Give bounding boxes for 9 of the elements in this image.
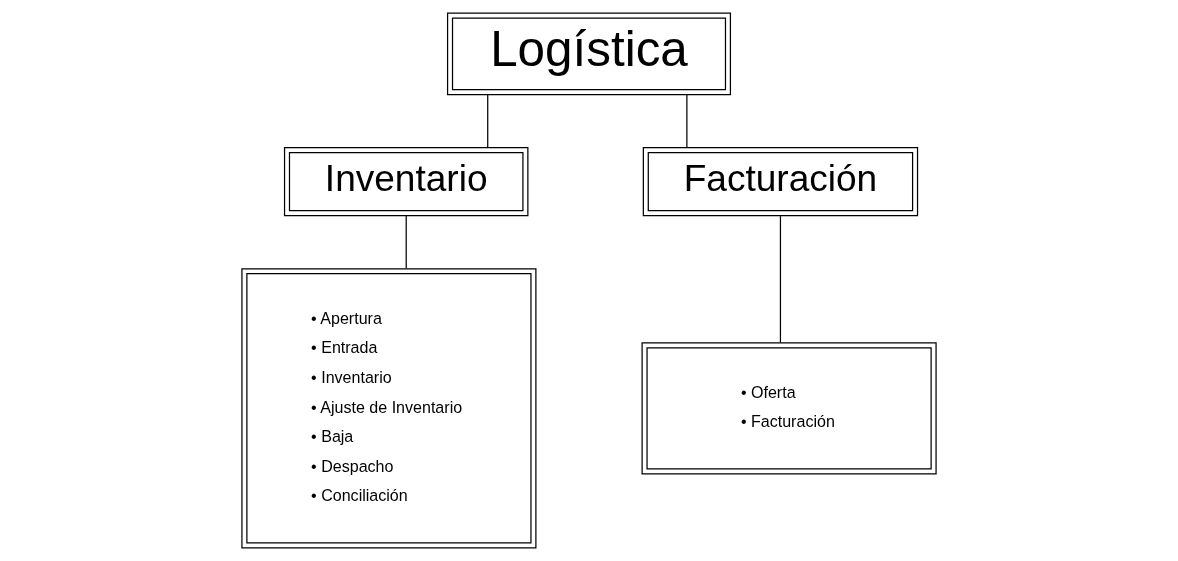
node-box: Inventario	[283, 147, 529, 217]
connector	[487, 94, 489, 149]
node-box: • Oferta • Facturación	[641, 342, 937, 475]
node-box: • Apertura • Entrada • Inventario • Ajuste de Inventario • Baja • Despacho • Conciliación	[241, 268, 537, 549]
connector	[405, 215, 407, 270]
connector	[779, 215, 782, 344]
node-box: Facturación	[642, 147, 919, 217]
node-box: Logística	[446, 12, 732, 96]
connector	[686, 94, 688, 149]
